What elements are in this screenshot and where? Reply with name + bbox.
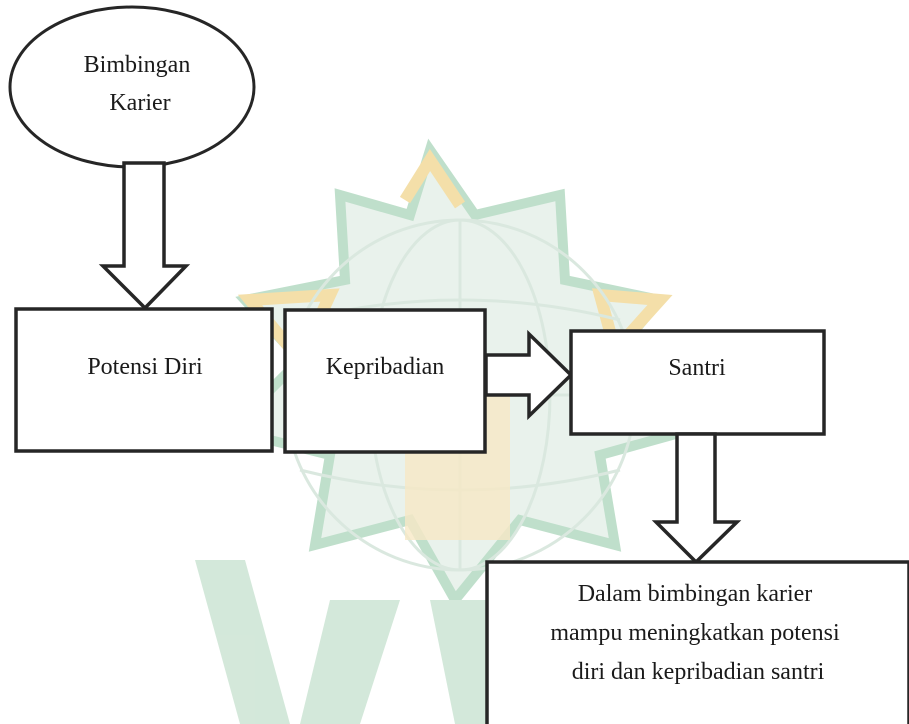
node-result-line-3: diri dan kepribadian santri [572, 659, 825, 685]
svg-text:Dalam bimbingan karier m: Dalam bimbingan karier mampu meningkatka… [550, 581, 845, 685]
node-potensi-diri-box [14, 307, 274, 453]
node-santri-label: Santri [668, 355, 726, 381]
node-potensi-diri: Potensi Diri [14, 307, 274, 453]
node-bimbingan-karier-shape [8, 5, 256, 169]
node-bimbingan-karier: Bimbingan Karier [8, 5, 256, 169]
watermark-gold-petal-right [591, 288, 673, 363]
node-kepribadian-label: Kepribadian [326, 354, 445, 380]
node-result-line-1: Dalam bimbingan karier [578, 581, 813, 607]
node-bimbingan-karier-line-1: Bimbingan [84, 52, 191, 78]
node-kepribadian-box [283, 308, 487, 454]
arrow-down-santri-to-result [651, 432, 742, 565]
node-santri-box [569, 329, 826, 436]
arrow-right-kepribadian-to-santri [484, 329, 574, 421]
arrow-down-bimbingan-to-potensi [98, 161, 191, 311]
node-result-box [485, 560, 909, 724]
node-santri: Santri [569, 329, 826, 436]
node-potensi-diri-label: Potensi Diri [87, 354, 203, 380]
node-result-line-2: mampu meningkatkan potensi [550, 620, 840, 646]
svg-text:Bimbingan Karier: Bimbingan Karier [84, 52, 197, 116]
watermark-gold-petal-top [399, 148, 465, 209]
node-bimbingan-karier-line-2: Karier [109, 90, 170, 116]
node-result: Dalam bimbingan karier mampu meningkatka… [485, 560, 909, 724]
node-kepribadian: Kepribadian [283, 308, 487, 454]
